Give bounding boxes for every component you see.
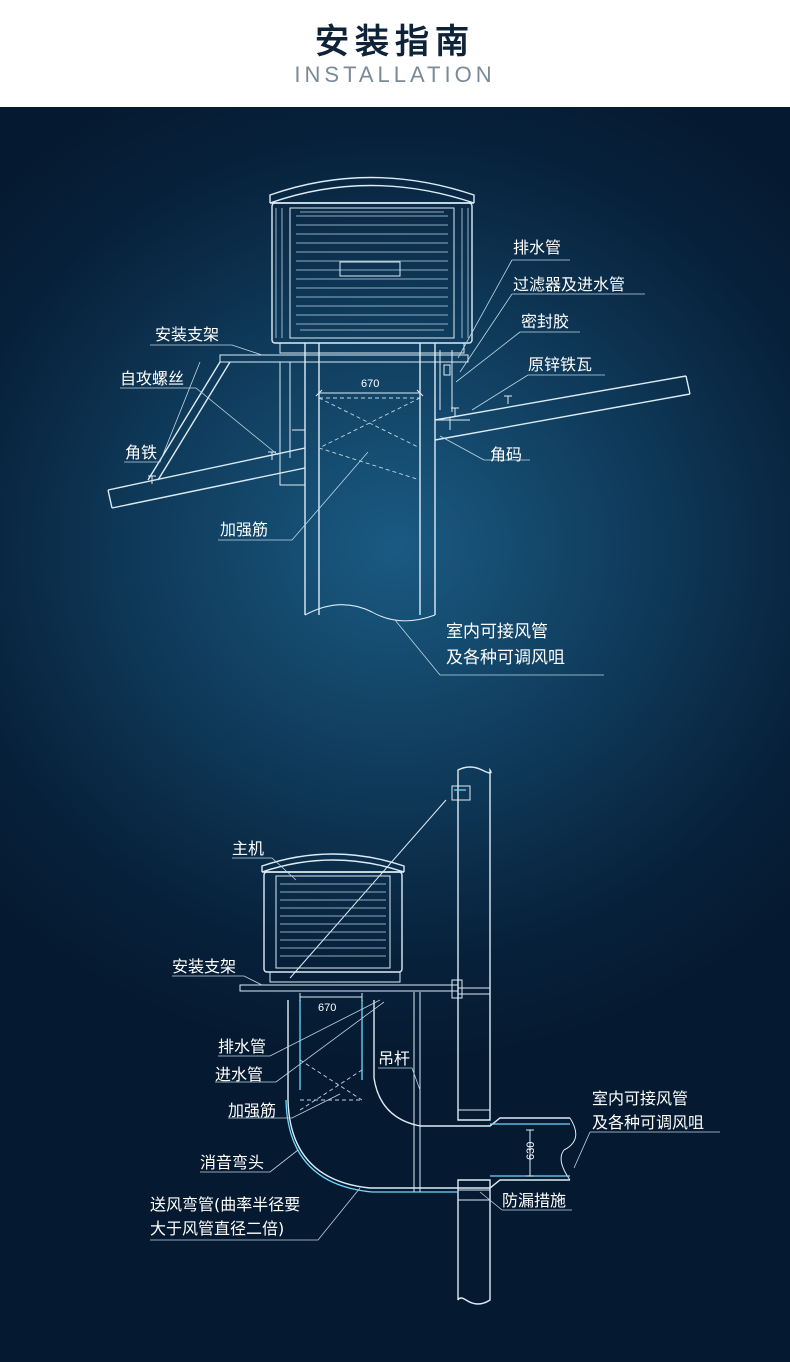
elbow-inner — [373, 1000, 458, 1127]
dimension-630: 630 — [525, 1142, 537, 1160]
label-elbow: 消音弯头 — [200, 1153, 264, 1172]
elbow-outer — [287, 1000, 458, 1189]
hanger-rod — [413, 992, 421, 1192]
unit-cap — [269, 184, 475, 204]
cooler-unit-2 — [263, 871, 403, 973]
label-rib-2: 加强筋 — [228, 1101, 276, 1120]
label-host: 主机 — [232, 839, 264, 858]
header: 安装指南 INSTALLATION — [0, 0, 790, 107]
label-rib: 加强筋 — [220, 520, 268, 539]
louver-lines — [296, 211, 448, 331]
label-corner-code: 角码 — [490, 445, 522, 464]
leader-lines-d2 — [150, 857, 720, 1241]
label-angle-iron: 角铁 — [125, 443, 157, 462]
label-bend-line1: 送风弯管(曲率半径要 — [150, 1195, 300, 1214]
label-roof-tile: 原锌铁瓦 — [528, 355, 592, 374]
label-bracket: 安装支架 — [155, 325, 219, 344]
label-hanger: 吊杆 — [378, 1049, 410, 1068]
diagram-panel — [0, 107, 790, 1362]
dimension-670: 670 — [361, 378, 379, 390]
label-bracket-2: 安装支架 — [172, 957, 236, 976]
label-leak: 防漏措施 — [502, 1191, 566, 1210]
label-drain-pipe: 排水管 — [513, 238, 561, 257]
mount-bracket-2 — [239, 984, 459, 992]
diagram-roof-mount: 670 排水管 过滤器及进水管 密封胶 安装 — [107, 176, 691, 676]
label-inlet-pipe: 进水管 — [215, 1065, 263, 1084]
leader-lines-d1 — [120, 259, 645, 676]
label-screw: 自攻螺丝 — [120, 369, 184, 388]
label-bend-line2: 大于风管直径二倍) — [150, 1219, 284, 1238]
roof-right — [434, 375, 691, 441]
page-title: 安装指南 — [315, 22, 475, 62]
cooler-unit-body — [271, 202, 473, 344]
label-duct-line1: 室内可接风管 — [446, 622, 548, 642]
label-duct2-line2: 及各种可调风咀 — [592, 1113, 704, 1132]
label-filter-inlet: 过滤器及进水管 — [513, 275, 625, 294]
label-duct2-line1: 室内可接风管 — [592, 1089, 688, 1108]
label-drain-pipe-2: 排水管 — [218, 1037, 266, 1056]
unit-cap-2 — [261, 859, 405, 873]
page-subtitle: INSTALLATION — [294, 62, 496, 87]
label-sealant: 密封胶 — [521, 312, 569, 331]
mount-bracket — [219, 354, 469, 363]
dimension-670-2: 670 — [318, 1002, 336, 1014]
brick-wall-lower — [457, 1179, 491, 1305]
angle-iron-left — [147, 361, 231, 481]
label-duct-line2: 及各种可调风咀 — [446, 648, 565, 668]
diagram-wall-mount: 630 670 主机 安装支架 排水管 进水管 加强筋 消音弯头 送风弯管(曲率… — [150, 766, 720, 1305]
room-duct — [458, 1117, 570, 1189]
brick-wall-upper — [457, 766, 492, 1121]
